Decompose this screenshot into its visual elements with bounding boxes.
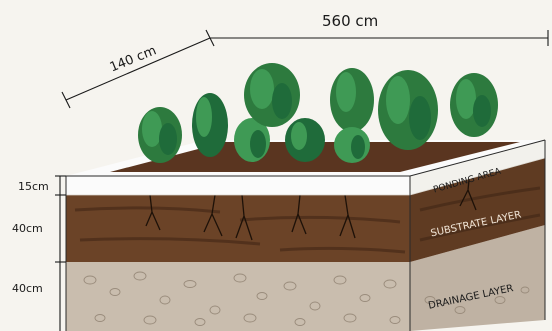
length-dimension-line	[210, 30, 548, 46]
depth-dimension-line	[55, 176, 66, 331]
substrate-depth-label: 40cm	[12, 222, 43, 235]
width-dimension-line	[62, 30, 214, 108]
length-label: 560 cm	[322, 12, 378, 30]
drainage-depth-label: 40cm	[12, 282, 43, 295]
plant	[330, 68, 374, 132]
plant	[244, 63, 300, 127]
plant	[138, 107, 182, 163]
ponding-depth-label: 15cm	[18, 180, 49, 193]
plant	[378, 70, 438, 150]
plant	[450, 73, 498, 137]
plant	[285, 118, 325, 162]
plant	[192, 93, 228, 157]
plant	[334, 127, 370, 163]
